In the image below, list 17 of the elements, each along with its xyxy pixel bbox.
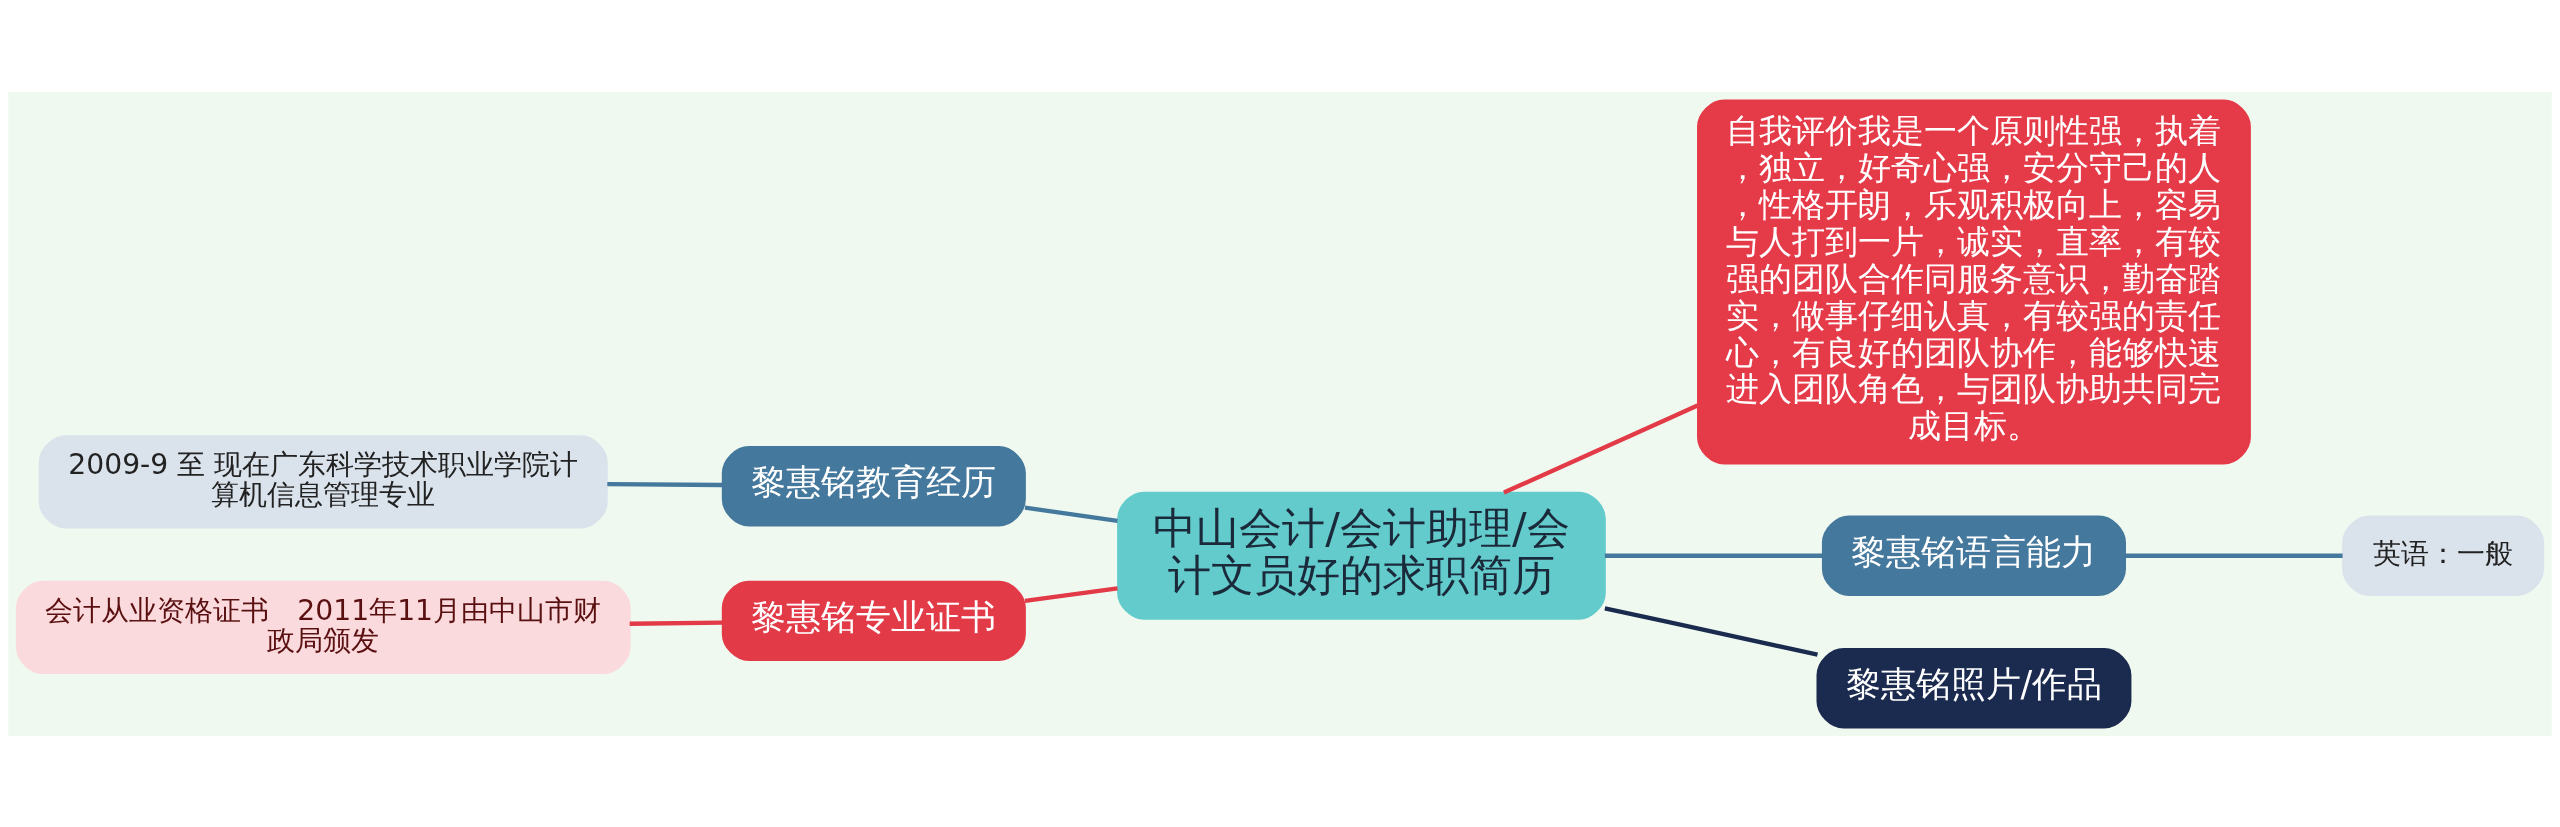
connector — [629, 620, 723, 626]
node-box: 黎惠铭照片/作品 — [1816, 647, 2132, 728]
connector — [1604, 553, 1823, 558]
connector — [1604, 605, 1818, 657]
node-box: 自我评价我是一个原则性强，执着，独立，好奇心强，安分守己的人，性格开朗，乐观积极向上，容易与人打到一片，诚实，直率，有较强的团队合作同服务意识，勤奋踏实，做事仔细认真，有较强的责任心，有良好的团队协作，能够快速进入团队角色，与团队协助共同完成目标。 — [1697, 99, 2251, 464]
node-box: 黎惠铭语言能力 — [1821, 515, 2126, 596]
connector — [2125, 553, 2343, 558]
node-box: 会计从业资格证书 2011年11月由中山市财政局颁发 — [15, 580, 631, 674]
connector — [607, 481, 723, 487]
connector — [1024, 505, 1118, 523]
node-box: 2009-9 至 现在广东科学技术职业学院计算机信息管理专业 — [38, 434, 608, 529]
node-box: 中山会计/会计助理/会计文员好的求职简历 — [1117, 491, 1606, 620]
node-box: 黎惠铭教育经历 — [721, 445, 1026, 526]
node-box: 黎惠铭专业证书 — [721, 580, 1026, 661]
node-box: 英语：一般 — [2342, 515, 2545, 596]
connector — [1024, 585, 1118, 603]
connector — [1503, 403, 1699, 495]
